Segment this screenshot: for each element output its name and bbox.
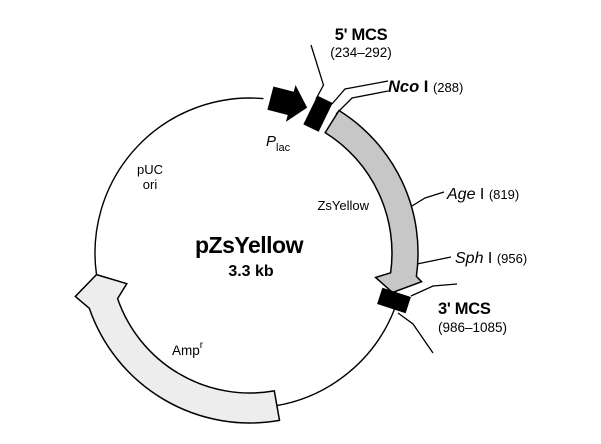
nco-enzyme-suffix: I [419, 78, 433, 96]
plac-promoter-label: Plac [266, 133, 291, 154]
five-mcs-label: 5' MCS [335, 26, 388, 44]
plasmid-backbone-arc-top-left [94, 97, 264, 275]
sph-enzyme-name: Sph [455, 250, 484, 267]
three-mcs-marker [377, 287, 411, 314]
amp-text: Amp [172, 343, 200, 358]
plac-promoter-arrow [267, 85, 308, 122]
puc-ori-label-line1: pUC [137, 162, 163, 177]
five-mcs-marker [303, 95, 333, 132]
five-mcs-range-label: (234–292) [330, 45, 392, 60]
plac-symbol: P [266, 133, 276, 150]
sph-site-number: (956) [497, 251, 527, 266]
three-mcs-callout-line-lower [397, 312, 434, 354]
sph-callout-line [416, 256, 452, 265]
age-site-number: (819) [489, 187, 519, 202]
nco-callout-line-lower [335, 90, 389, 115]
age-callout-line [411, 191, 445, 207]
zsyellow-gene-label: ZsYellow [317, 198, 369, 213]
nco-site-label: Nco I (288) [388, 78, 463, 96]
sph-enzyme-suffix: I [483, 250, 496, 267]
plasmid-backbone-arc-bottom-right [276, 308, 396, 407]
sph-site-label: Sph I (956) [455, 250, 527, 267]
puc-ori-label-line2: ori [143, 177, 158, 192]
plasmid-title: pZsYellow [195, 232, 304, 258]
age-enzyme-suffix: I [475, 186, 488, 203]
amp-superscript: r [200, 340, 204, 351]
five-mcs-callout-line [310, 44, 325, 100]
nco-enzyme-name: Nco [388, 78, 419, 96]
plasmid-size: 3.3 kb [228, 263, 274, 280]
plac-subscript: lac [276, 142, 291, 154]
age-enzyme-name: Age [446, 186, 476, 203]
three-mcs-callout-line-upper [410, 283, 458, 297]
three-mcs-range-label: (986–1085) [438, 320, 507, 335]
three-mcs-label: 3' MCS [438, 300, 491, 318]
amp-resistance-arrow [74, 273, 281, 424]
age-site-label: Age I (819) [446, 186, 519, 203]
nco-site-number: (288) [433, 80, 463, 95]
amp-resistance-label: Ampr [172, 340, 204, 358]
nco-callout-line-upper [331, 80, 389, 105]
